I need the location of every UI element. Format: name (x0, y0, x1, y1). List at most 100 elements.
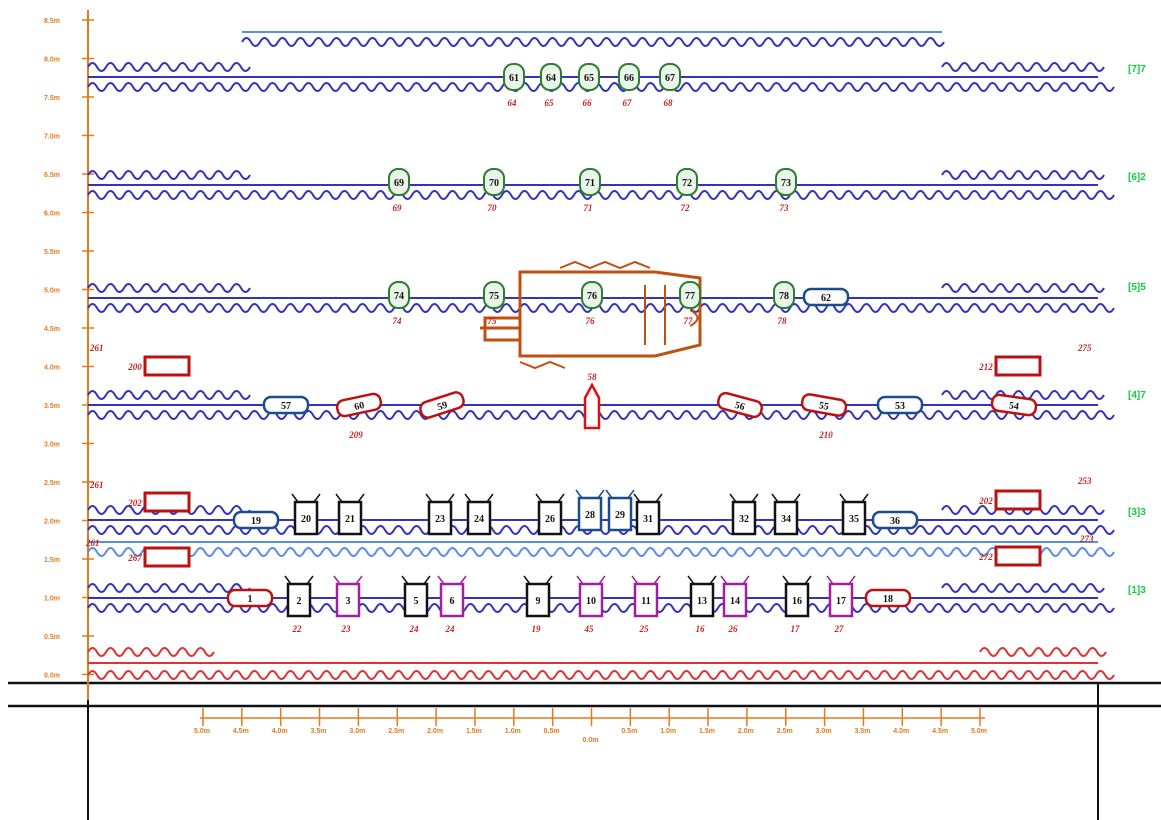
unit-capsule[interactable]: 53 (876, 395, 924, 415)
y-tick-label: 2.0m (44, 519, 60, 526)
unit-antenna (782, 575, 812, 585)
x-tick-label: 3.0m (349, 728, 365, 735)
unit-body (226, 588, 274, 608)
row-label-7: [7]7 (1128, 64, 1146, 75)
y-tick-label: 4.5m (44, 326, 60, 333)
unit-box[interactable]: 222 (284, 575, 314, 634)
unit-capsule[interactable]: 62 (802, 287, 850, 307)
unit-body (388, 281, 410, 309)
unit-body (335, 392, 383, 418)
unit-antenna (631, 575, 661, 585)
unit-box[interactable]: 28 (575, 489, 605, 532)
unit-number: 5 (414, 596, 419, 607)
cable-wave (87, 410, 1115, 420)
unit-number: 13 (697, 596, 707, 607)
unit-antenna (575, 489, 605, 499)
unit-body (802, 287, 850, 307)
unit-box[interactable]: 34 (771, 493, 801, 536)
unit-antenna (401, 575, 431, 585)
unit-capsule[interactable]: 59 (419, 391, 466, 420)
unit-box[interactable]: 919 (523, 575, 553, 634)
unit-capsule[interactable]: 54 (990, 393, 1038, 417)
unit-body (419, 391, 465, 419)
unit-box[interactable]: 32 (729, 493, 759, 536)
unit-number: 26 (545, 514, 555, 525)
unit-antenna (605, 489, 635, 499)
unit-side[interactable]: 267 (127, 546, 191, 568)
unit-box[interactable]: 23 (425, 493, 455, 536)
unit-capsule[interactable]: 36 (871, 510, 919, 530)
unit-capsule[interactable]: 60 (335, 392, 383, 418)
unit-number: 3 (346, 596, 351, 607)
unit-side[interactable]: 202 (127, 491, 191, 513)
unit-box[interactable]: 29 (605, 489, 635, 532)
x-tick-label: 2.5m (777, 728, 793, 735)
y-axis: 8.5m8.0m7.5m7.0m6.5m6.0m5.5m5.0m4.5m4.0m… (44, 10, 94, 700)
unit-pin[interactable] (583, 382, 601, 430)
unit-side[interactable]: 202 (978, 489, 1042, 511)
unit-number: 17 (836, 596, 846, 607)
unit-caption: 23 (341, 624, 352, 634)
unit-body (717, 391, 763, 419)
unit-box[interactable]: 524 (401, 575, 431, 634)
unit-box[interactable]: 35 (839, 493, 869, 536)
unit-box[interactable]: 10 45 (576, 575, 606, 634)
unit-box[interactable]: 24 (464, 493, 494, 536)
unit-body (828, 582, 854, 618)
unit-capsule[interactable]: 19 (232, 510, 280, 530)
unit-number: 72 (682, 178, 692, 189)
unit-caption: 45 (584, 624, 595, 634)
unit-caption: 24 (445, 624, 456, 634)
unit-capsule[interactable]: 56 (717, 391, 764, 419)
unit-caption: 210 (818, 430, 833, 440)
x-tick-label: 2.0m (427, 728, 443, 735)
unit-box[interactable]: 31 (633, 493, 663, 536)
unit-number: 55 (818, 400, 830, 413)
unit-caption: 76 (586, 316, 596, 326)
unit-box[interactable]: 20 (291, 493, 321, 536)
y-tick-label: 5.5m (44, 249, 60, 256)
unit-capsule[interactable]: 55 (800, 393, 848, 417)
unit-body (388, 168, 410, 196)
unit-caption: 267 (127, 553, 142, 563)
unit-capsule[interactable]: 18 (864, 588, 912, 608)
unit-number: 10 (586, 596, 596, 607)
unit-number: 77 (685, 291, 695, 302)
base-wave-right (979, 647, 1107, 657)
x-tick-label: 1.0m (660, 728, 676, 735)
unit-caption: 209 (348, 430, 363, 440)
unit-side[interactable]: 200 (127, 355, 191, 377)
x-tick-label: 3.5m (311, 728, 327, 735)
unit-side[interactable]: 272 (978, 545, 1042, 567)
unit-side[interactable]: 212 (978, 355, 1042, 377)
unit-box[interactable]: 624 (437, 575, 467, 634)
unit-box[interactable]: 21 (335, 493, 365, 536)
unit-number: 14 (730, 596, 740, 607)
unit-box[interactable]: 26 (535, 493, 565, 536)
unit-caption: 58 (588, 372, 598, 382)
unit-capsule[interactable]: 1 (226, 588, 274, 608)
unit-capsule[interactable]: 57 (262, 395, 310, 415)
unit-box[interactable]: 3 23 (333, 575, 363, 634)
